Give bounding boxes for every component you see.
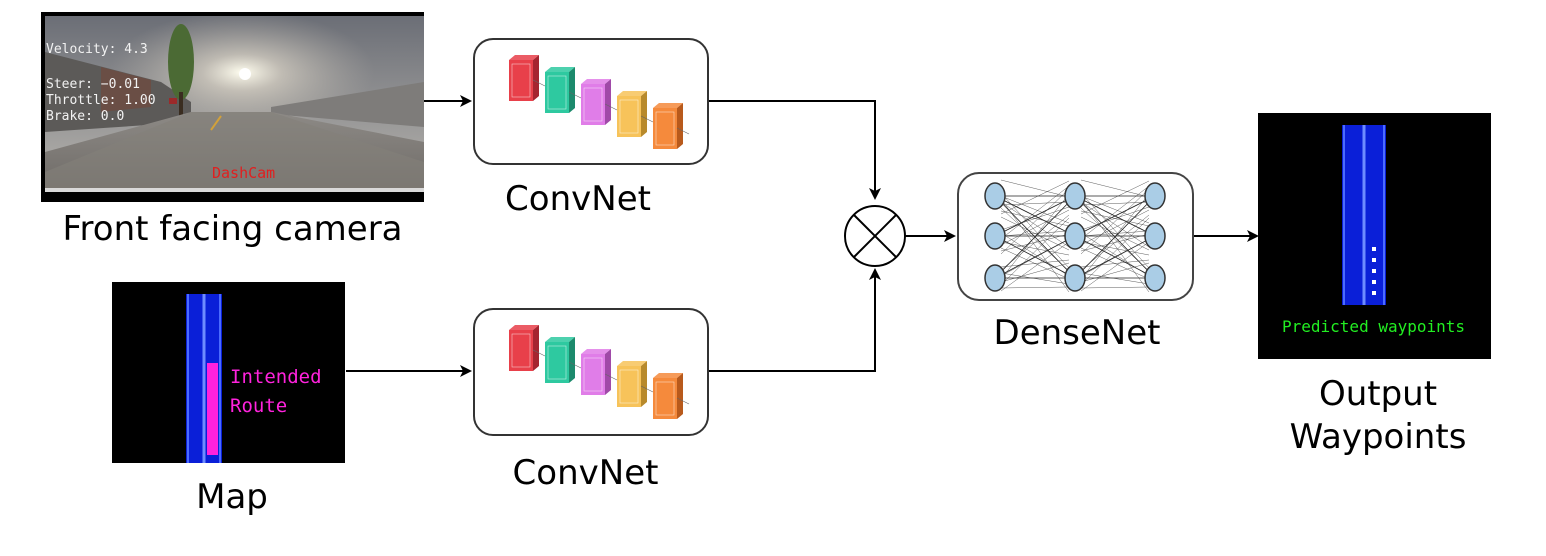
conv-layer-block	[581, 349, 618, 395]
conv-layer-block	[617, 361, 654, 407]
dashcam-scene	[45, 16, 424, 192]
dense-node	[1064, 264, 1086, 292]
dashcam-label: DashCam	[212, 164, 276, 182]
arrow-convnet-top-to-combine	[708, 100, 881, 200]
combine-node	[844, 205, 906, 267]
hud-throttle: Throttle: 1.00	[46, 93, 156, 108]
camera-caption: Front facing camera	[62, 209, 403, 249]
dense-node	[1144, 182, 1166, 210]
waypoint-dot	[1372, 269, 1376, 273]
route-label-line2: Route	[230, 395, 288, 417]
intended-route-bar	[207, 363, 218, 455]
convnet-top-box	[473, 38, 709, 165]
dense-node	[1144, 222, 1166, 250]
output-image: Predicted waypoints	[1258, 113, 1491, 359]
dense-node	[1064, 182, 1086, 210]
conv-layer-block	[581, 79, 618, 125]
convnet-top-caption: ConvNet	[505, 179, 651, 219]
convnet-bottom-caption: ConvNet	[512, 453, 659, 493]
output-caption-line1: Output	[1318, 374, 1438, 414]
dense-node	[1144, 264, 1166, 292]
map-lanes	[186, 294, 222, 463]
dense-node	[984, 222, 1006, 250]
densenet-box	[957, 172, 1194, 301]
conv-layer-block	[545, 67, 582, 113]
dense-node	[984, 182, 1006, 210]
hud-brake: Brake: 0.0	[46, 109, 125, 124]
convnet-top-layers	[509, 55, 690, 149]
output-lanes	[1342, 125, 1386, 305]
conv-layer-block	[509, 55, 546, 101]
arrow-convnet-bottom-to-combine	[708, 268, 881, 372]
conv-layer-block	[509, 325, 546, 371]
waypoint-dot	[1372, 291, 1376, 295]
map-caption: Map	[196, 477, 268, 517]
dense-node	[1064, 222, 1086, 250]
hud-steer: Steer: −0.01	[46, 77, 140, 92]
conv-layer-block	[617, 91, 654, 137]
predicted-waypoints-label: Predicted waypoints	[1282, 317, 1466, 336]
output-caption-line2: Waypoints	[1289, 417, 1467, 457]
convnet-bottom-box	[473, 308, 709, 436]
hud-velocity: Velocity: 4.3	[46, 42, 148, 57]
map-image: Intended Route	[112, 282, 345, 463]
route-label-line1: Intended	[230, 366, 322, 388]
densenet-caption: DenseNet	[993, 313, 1161, 353]
conv-layer-block	[545, 337, 582, 383]
dashcam-image: Velocity: 4.3 Steer: −0.01 Throttle: 1.0…	[41, 12, 424, 202]
waypoint-dot	[1372, 258, 1376, 262]
dense-node	[984, 264, 1006, 292]
densenet-graph	[984, 179, 1166, 293]
waypoint-dot	[1372, 280, 1376, 284]
convnet-bottom-layers	[509, 325, 690, 419]
conv-layer-block	[653, 103, 690, 149]
conv-layer-block	[653, 373, 690, 419]
waypoint-dot	[1372, 247, 1376, 251]
